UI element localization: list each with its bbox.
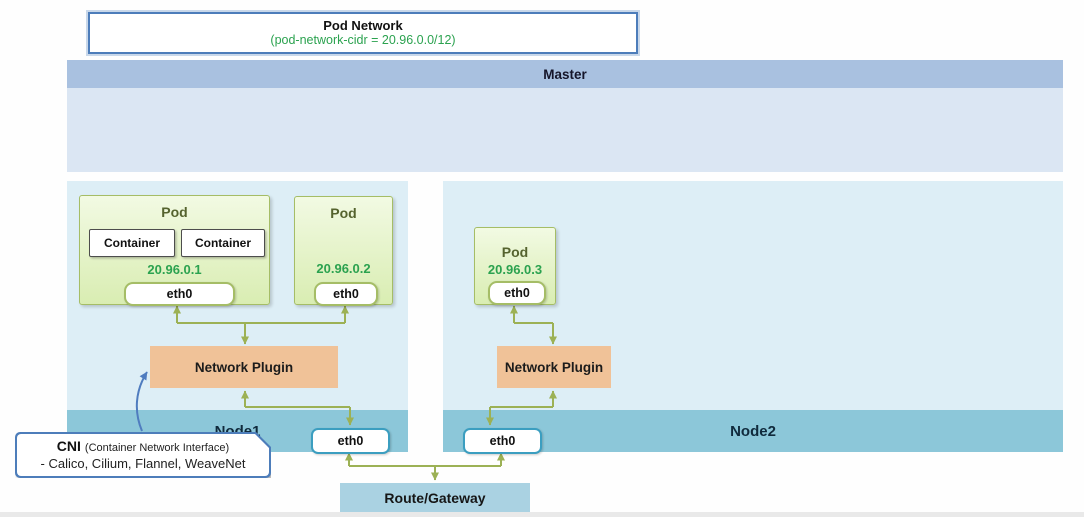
- pod3-title: Pod: [501, 244, 529, 260]
- node1-network-plugin: Network Plugin: [150, 346, 338, 388]
- cni-heading: CNI(Container Network Interface): [57, 438, 229, 456]
- pod1-container2: Container: [181, 229, 265, 257]
- node1-eth0: eth0: [311, 428, 390, 454]
- pod2-title: Pod: [330, 205, 357, 221]
- pod1-title: Pod: [161, 204, 188, 220]
- route-gateway-box: Route/Gateway: [340, 483, 530, 512]
- cni-plugin-list: - Calico, Cilium, Flannel, WeaveNet: [40, 456, 246, 471]
- node2-network-plugin: Network Plugin: [497, 346, 611, 388]
- master-header: Master: [67, 60, 1063, 88]
- pod2-ip: 20.96.0.2: [316, 261, 371, 276]
- bottom-strip: [0, 512, 1084, 517]
- cni-title: CNI: [56, 438, 81, 454]
- cni-subtitle: (Container Network Interface): [84, 442, 230, 454]
- pod3-ip: 20.96.0.3: [487, 262, 543, 277]
- pod-network-cidr: (pod-network-cidr = 20.96.0.0/12): [270, 33, 456, 47]
- node2-eth0: eth0: [463, 428, 542, 454]
- pod1-box: Pod Container Container 20.96.0.1 eth0: [79, 195, 270, 306]
- pod2-box: Pod 20.96.0.2 eth0: [294, 196, 393, 306]
- pod3-box: Pod 20.96.0.3 eth0: [474, 227, 556, 305]
- pod1-ip: 20.96.0.1: [147, 262, 202, 277]
- master-section: Master: [67, 60, 1063, 172]
- pod-network-title-box: Pod Network (pod-network-cidr = 20.96.0.…: [88, 12, 638, 54]
- cni-callout-inner: CNI(Container Network Interface) - Calic…: [17, 434, 269, 476]
- node2-label: Node2: [443, 410, 1063, 452]
- pod1-container1: Container: [89, 229, 175, 257]
- cni-callout: CNI(Container Network Interface) - Calic…: [15, 432, 271, 478]
- pod2-eth0: eth0: [314, 282, 378, 306]
- pod-network-title: Pod Network: [323, 18, 403, 33]
- pod3-eth0: eth0: [488, 281, 546, 305]
- node2-section: Node2: [443, 181, 1063, 452]
- pod1-eth0: eth0: [124, 282, 235, 306]
- master-body: [67, 88, 1063, 172]
